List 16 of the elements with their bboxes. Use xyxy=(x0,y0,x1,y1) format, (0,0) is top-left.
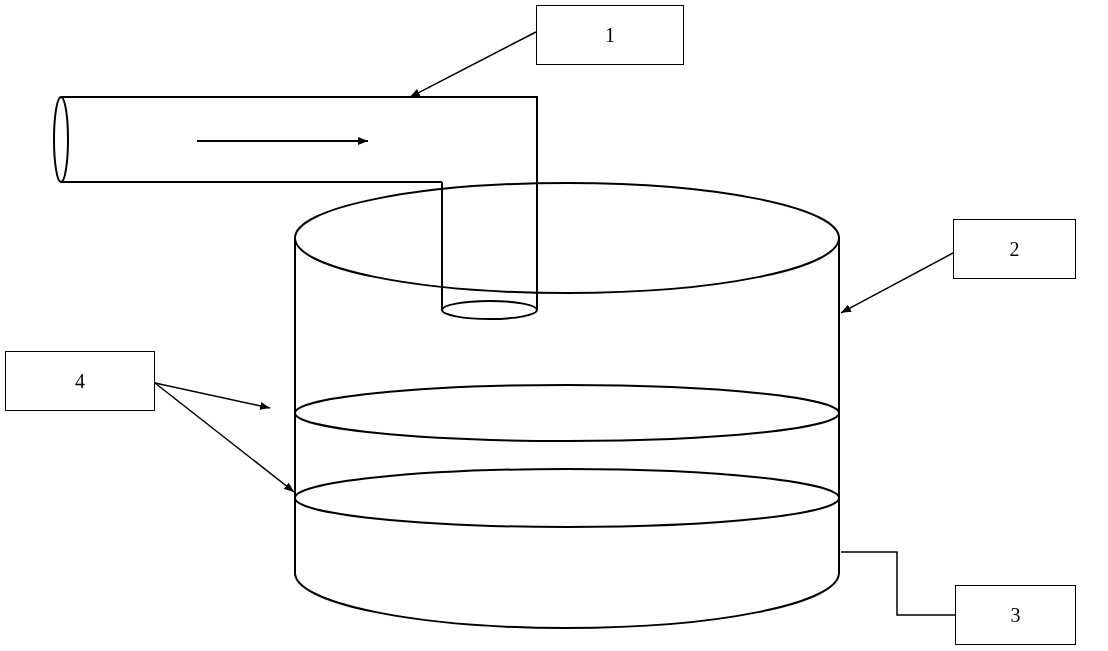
leader-line xyxy=(840,252,954,314)
leader-line xyxy=(154,382,271,410)
callout-number: 4 xyxy=(75,369,85,393)
tank-drawing xyxy=(293,181,841,631)
leader-line xyxy=(409,31,537,98)
callout-number: 2 xyxy=(1009,237,1020,261)
callout-number: 1 xyxy=(605,23,615,47)
callout-box xyxy=(5,351,155,411)
leader-line xyxy=(840,551,956,616)
leader-line xyxy=(154,382,295,493)
callout-box xyxy=(536,5,684,65)
layer-disc xyxy=(293,467,841,529)
callout-box xyxy=(953,219,1076,279)
callout-number: 3 xyxy=(1010,603,1021,627)
callout-box xyxy=(955,585,1076,645)
layer-disc xyxy=(293,383,841,443)
